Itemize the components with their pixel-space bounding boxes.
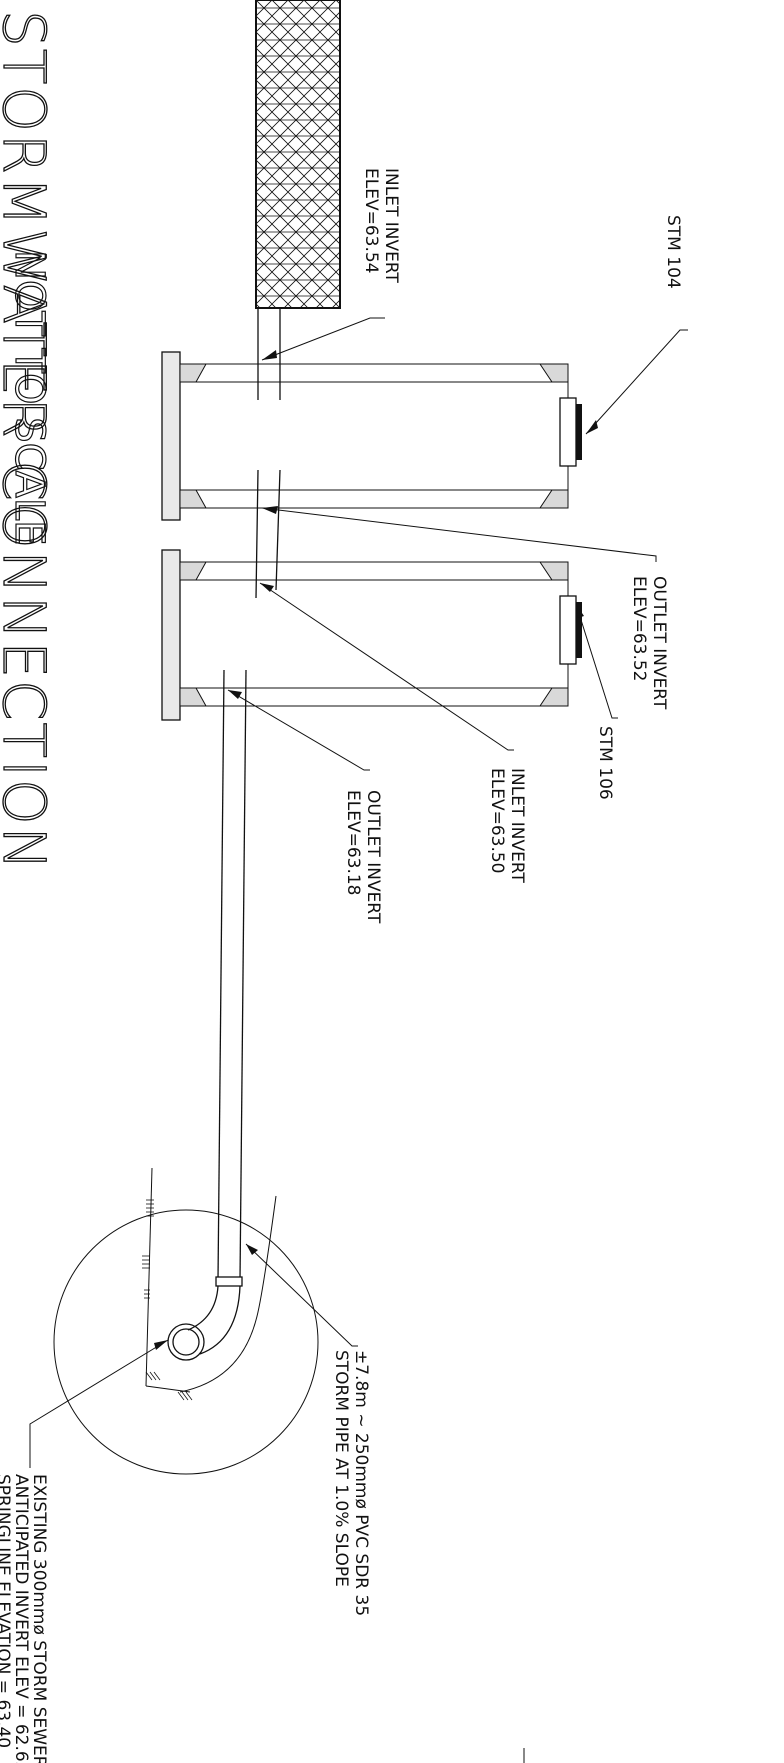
label-storm-pipe: ±7.8m ~ 250mmø PVC SDR 35	[351, 1350, 371, 1616]
detail-circle	[53, 1209, 319, 1475]
base-slab	[161, 351, 181, 521]
label-outlet-elev-1: ELEV=63.52	[629, 576, 649, 682]
drawing-title: STORMWATER CONNECTION	[0, 10, 58, 872]
grate	[576, 404, 582, 460]
title-block: STORMWATER CONNECTION NOT TO SCALE	[0, 9, 59, 872]
label-inlet-elev-2: ELEV=63.50	[487, 768, 507, 874]
pipes	[187, 308, 281, 1355]
label-storm-pipe-slope: STORM PIPE AT 1.0% SLOPE	[331, 1350, 351, 1587]
existing-sewer-outer	[167, 1323, 205, 1361]
stone-bed	[255, 0, 341, 309]
leader-lines	[29, 317, 688, 1468]
label-outlet-invert-1: OUTLET INVERT	[649, 576, 669, 710]
label-stm-106: STM 106	[595, 726, 615, 800]
label-sewer-invert: ANTICIPATED INVERT ELEV = 62.62	[11, 1474, 31, 1763]
label-inlet-elev-1: ELEV=63.54	[361, 168, 381, 274]
label-outlet-elev-2: ELEV=63.18	[343, 790, 363, 896]
manhole-stm-106	[161, 549, 582, 721]
label-stm-104: STM 104	[663, 215, 683, 289]
base-slab	[161, 549, 181, 721]
labels: STM 104 INLET INVERT ELEV=63.54 OUTLET I…	[0, 168, 683, 1763]
label-inlet-invert-1: INLET INVERT	[381, 168, 401, 283]
label-inlet-invert-2: INLET INVERT	[507, 768, 527, 883]
frame-cover	[559, 397, 577, 467]
label-outlet-invert-2: OUTLET INVERT	[363, 790, 383, 924]
drawing-subtitle: NOT TO SCALE	[6, 250, 52, 545]
chamber-outline	[179, 363, 569, 509]
frame-cover	[559, 595, 577, 665]
connection-detail	[53, 1167, 319, 1475]
chamber-outline	[179, 561, 569, 707]
label-existing-sewer: EXISTING 300mmø STORM SEWER	[29, 1474, 49, 1763]
existing-sewer-inner	[172, 1328, 200, 1356]
label-sewer-springline: SPRINGLINE ELEVATION = 63.40	[0, 1474, 13, 1748]
manhole-stm-104	[161, 351, 582, 521]
grate	[576, 602, 582, 658]
